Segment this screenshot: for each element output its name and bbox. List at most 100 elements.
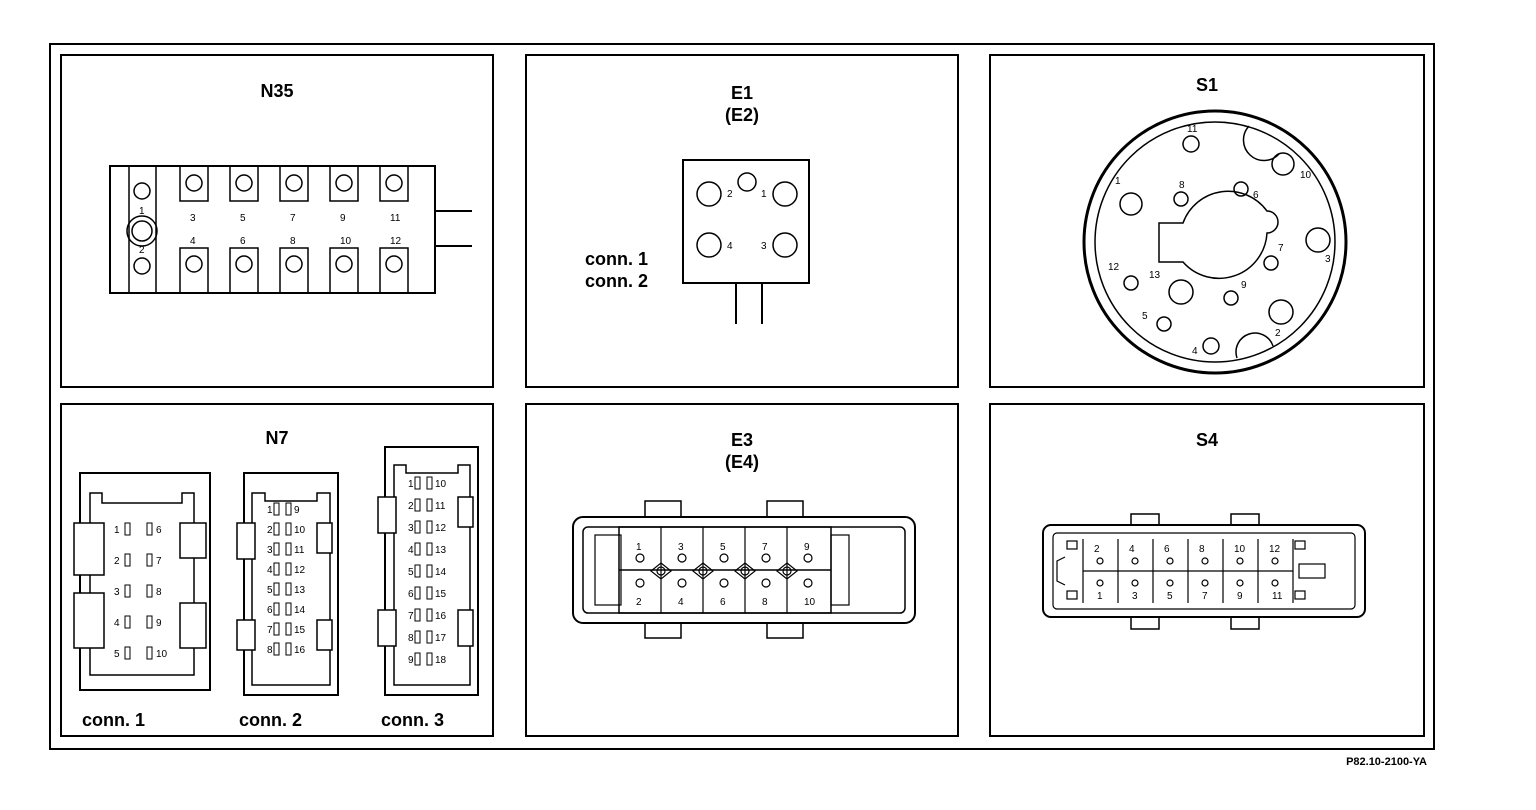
pin-label: 3 — [678, 542, 684, 553]
pin-label: 6 — [408, 589, 414, 600]
pin-label: 6 — [1253, 190, 1259, 201]
pin-label: 3 — [1132, 591, 1138, 602]
pin-slot — [426, 586, 433, 600]
pin-label: 13 — [435, 545, 447, 556]
connector-e1: 2 1 4 3 — [682, 159, 810, 324]
pin-slot — [146, 522, 153, 536]
pin-label: 1 — [139, 206, 145, 217]
pin-slot — [273, 542, 280, 556]
pin-label: 8 — [156, 587, 162, 598]
pin-slot — [273, 602, 280, 616]
pin-label: 16 — [435, 611, 447, 622]
pin-hole — [803, 578, 813, 588]
pin-label: 4 — [267, 565, 273, 576]
pin-slot — [414, 542, 421, 556]
pin-slot — [285, 522, 292, 536]
pin-label: 1 — [114, 525, 120, 536]
pin-cell — [179, 247, 209, 293]
pin-label: 7 — [156, 556, 162, 567]
pin-slot — [414, 630, 421, 644]
pin-label: 7 — [408, 611, 414, 622]
pin-slot — [124, 584, 131, 598]
pin-hole — [385, 174, 403, 192]
pin-slot — [124, 646, 131, 660]
pin-label: 7 — [1278, 243, 1284, 254]
pin-slot — [426, 652, 433, 666]
pin-hole — [1201, 557, 1209, 565]
pin-hole — [677, 553, 687, 563]
pin-label: 3 — [1325, 254, 1331, 265]
pin-slot — [285, 602, 292, 616]
pin-label: 3 — [190, 213, 196, 224]
pin-label: 17 — [435, 633, 447, 644]
pin-slot — [146, 553, 153, 567]
pin-cell — [379, 247, 409, 293]
pin-label: 2 — [408, 501, 414, 512]
pin-hole — [1223, 290, 1239, 306]
pin-hole — [656, 566, 666, 576]
pin-label: 8 — [1199, 544, 1205, 555]
pin-slot — [285, 502, 292, 516]
pin-label: 12 — [390, 236, 402, 247]
pin-label: 9 — [340, 213, 346, 224]
pin-hole — [782, 566, 792, 576]
pin-label: 6 — [240, 236, 246, 247]
panel-title: E3 — [730, 430, 754, 450]
pin-slot — [124, 553, 131, 567]
pin-label: 6 — [156, 525, 162, 536]
pin-hole — [385, 255, 403, 273]
pin-hole — [1123, 275, 1139, 291]
pin-label: 12 — [294, 565, 306, 576]
panel-title: E1 — [730, 83, 754, 103]
pin-hole — [1131, 579, 1139, 587]
pin-slot — [426, 608, 433, 622]
pin-cell — [279, 247, 309, 293]
pin-label: 1 — [636, 542, 642, 553]
pin-label: 10 — [435, 479, 447, 490]
pin-hole — [1263, 255, 1279, 271]
pin-slot — [414, 564, 421, 578]
conn-label: conn. 1 — [82, 710, 146, 730]
pin-hole — [1202, 337, 1220, 355]
pin-label: 10 — [804, 597, 816, 608]
pin-slot — [146, 584, 153, 598]
pin-hole — [235, 255, 253, 273]
pin-cell — [279, 166, 309, 202]
pin-hole — [803, 553, 813, 563]
pin-hole — [235, 174, 253, 192]
pin-label: 5 — [114, 649, 120, 660]
pin-label: 7 — [267, 625, 273, 636]
pin-label: 8 — [762, 597, 768, 608]
pin-label: 2 — [727, 189, 733, 200]
pin-hole — [1271, 557, 1279, 565]
pin-slot — [273, 562, 280, 576]
pin-label: 9 — [156, 618, 162, 629]
pin-slot — [426, 498, 433, 512]
pin-slot — [146, 646, 153, 660]
pin-hole — [635, 553, 645, 563]
pin-label: 7 — [290, 213, 296, 224]
pin-label: 6 — [720, 597, 726, 608]
panel-title: N7 — [265, 428, 289, 448]
pin-label: 5 — [1167, 591, 1173, 602]
pin-label: 2 — [1094, 544, 1100, 555]
pin-label: 12 — [435, 523, 447, 534]
pin-label: 15 — [435, 589, 447, 600]
pin-slot — [414, 608, 421, 622]
pin-slot — [426, 630, 433, 644]
pin-label: 8 — [408, 633, 414, 644]
pin-hole — [635, 578, 645, 588]
pin-slot — [414, 652, 421, 666]
pin-slot — [273, 522, 280, 536]
pin-label: 4 — [190, 236, 196, 247]
pin-label: 11 — [435, 501, 446, 512]
pin-label: 14 — [435, 567, 447, 578]
panel-subtitle: (E4) — [724, 452, 759, 472]
pin-hole — [335, 174, 353, 192]
